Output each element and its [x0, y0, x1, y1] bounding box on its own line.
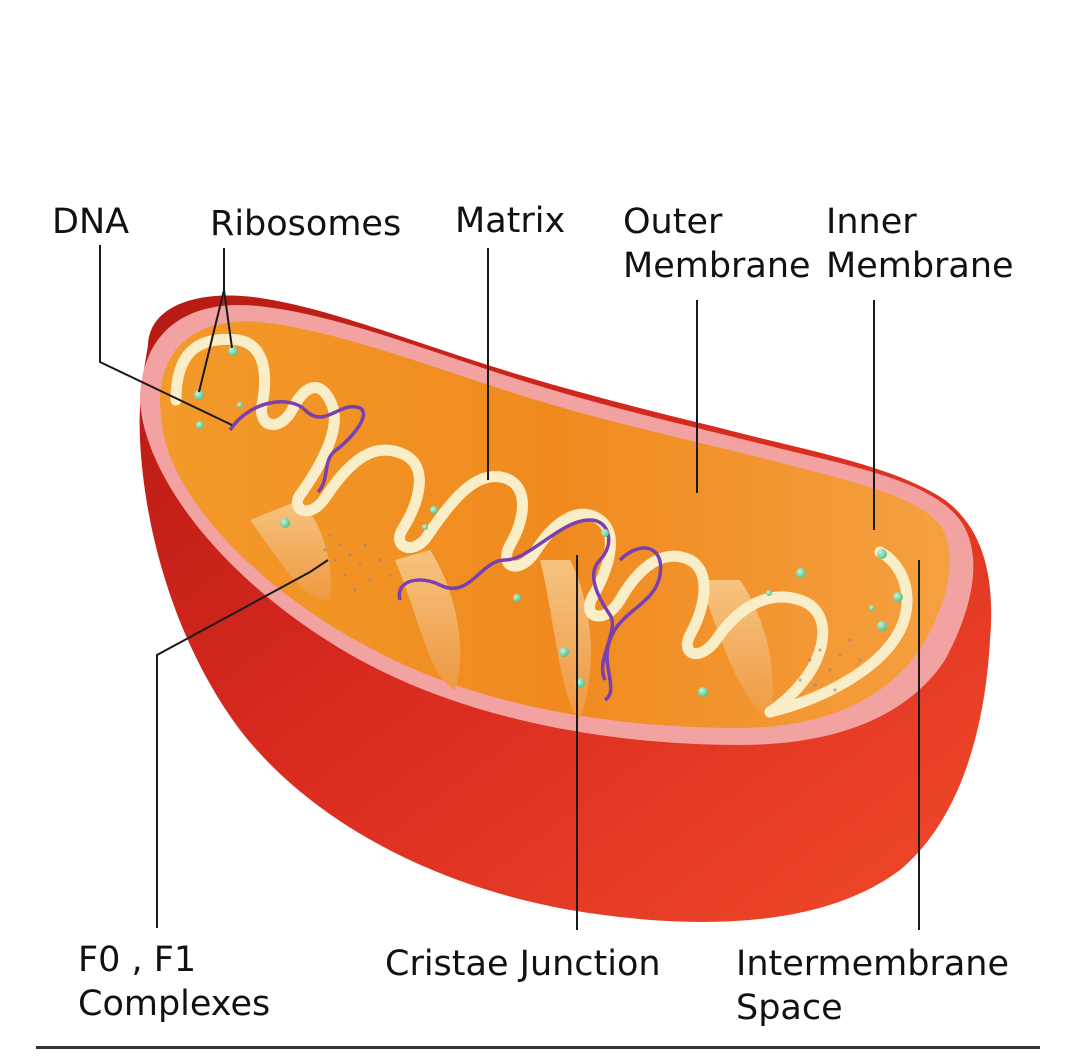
stipple-dot	[808, 658, 812, 662]
label-f0-f1-line1: F0 , F1	[78, 940, 197, 980]
label-intermembrane-space: Intermembrane Space	[736, 942, 1009, 1030]
f0-f1-complex-stipple	[323, 533, 862, 692]
inner-membrane-cristae	[170, 333, 913, 718]
leader-dna	[99, 245, 233, 426]
stipple-dot	[833, 688, 837, 692]
label-ribosomes-text: Ribosomes	[210, 204, 402, 244]
stipple-dot	[388, 573, 392, 577]
label-matrix-text: Matrix	[455, 201, 566, 241]
ribosome-dot	[237, 402, 243, 408]
label-intermembrane-line1: Intermembrane	[736, 944, 1010, 984]
ribosome-dot	[430, 506, 438, 514]
stipple-dot	[343, 573, 347, 577]
ribosome-dot	[601, 529, 609, 537]
stipple-dot	[368, 578, 372, 582]
stipple-dot	[328, 533, 332, 537]
bottom-divider	[36, 1046, 1040, 1049]
ribosome-dots	[194, 346, 903, 697]
label-inner-membrane: Inner Membrane	[826, 200, 1014, 288]
leader-lines	[99, 245, 920, 930]
stipple-dot	[358, 563, 362, 567]
ribosome-dot	[280, 518, 290, 528]
stipple-dot	[858, 658, 862, 662]
ribosome-dot	[869, 605, 875, 611]
stipple-dot	[353, 588, 357, 592]
stipple-dot	[828, 668, 832, 672]
ribosome-dot	[196, 421, 204, 429]
ribosome-dot	[766, 590, 772, 596]
label-intermembrane-line2: Space	[736, 988, 843, 1028]
label-inner-membrane-line2: Membrane	[826, 246, 1014, 286]
ribosome-dot	[877, 549, 887, 559]
ribosome-dot	[893, 592, 903, 602]
ribosome-dot	[194, 390, 204, 400]
ribosome-dot	[513, 594, 521, 602]
ribosome-dot	[796, 568, 806, 578]
stipple-dot	[333, 558, 337, 562]
label-outer-membrane: Outer Membrane	[623, 200, 811, 288]
stipple-dot	[323, 548, 327, 552]
leader-f0-f1	[156, 571, 311, 928]
label-outer-membrane-line1: Outer	[623, 202, 723, 242]
stipple-dot	[813, 683, 817, 687]
stipple-dot	[838, 653, 842, 657]
stipple-dot	[348, 553, 352, 557]
dna-strand-3	[603, 546, 663, 702]
stipple-dot	[818, 648, 822, 652]
label-matrix: Matrix	[455, 199, 565, 243]
label-cristae-junction-text: Cristae Junction	[385, 944, 661, 984]
stipple-dot	[338, 543, 342, 547]
label-f0-f1-complexes: F0 , F1 Complexes	[78, 938, 270, 1026]
stipple-dot	[363, 543, 367, 547]
leader-f0-f1-b	[309, 559, 329, 573]
crista-base-1	[250, 500, 331, 600]
label-outer-membrane-line2: Membrane	[623, 246, 811, 286]
label-dna: DNA	[52, 200, 129, 244]
label-inner-membrane-line1: Inner	[826, 202, 917, 242]
dna-strand-2	[397, 518, 614, 681]
leader-ribosomes-b	[223, 289, 233, 349]
stipple-dot	[848, 638, 852, 642]
label-ribosomes: Ribosomes	[210, 202, 401, 246]
dna-strand-1	[228, 400, 366, 494]
ribosome-dot	[559, 647, 569, 657]
ribosome-dot	[698, 687, 708, 697]
crista-base-4	[700, 580, 773, 720]
stipple-dot	[378, 558, 382, 562]
stipple-dot	[798, 678, 802, 682]
label-cristae-junction: Cristae Junction	[385, 942, 661, 986]
ribosome-dot	[422, 524, 428, 530]
label-dna-text: DNA	[52, 202, 130, 242]
label-f0-f1-line2: Complexes	[78, 984, 271, 1024]
ribosome-dot	[228, 346, 238, 356]
ribosome-dot	[877, 621, 887, 631]
